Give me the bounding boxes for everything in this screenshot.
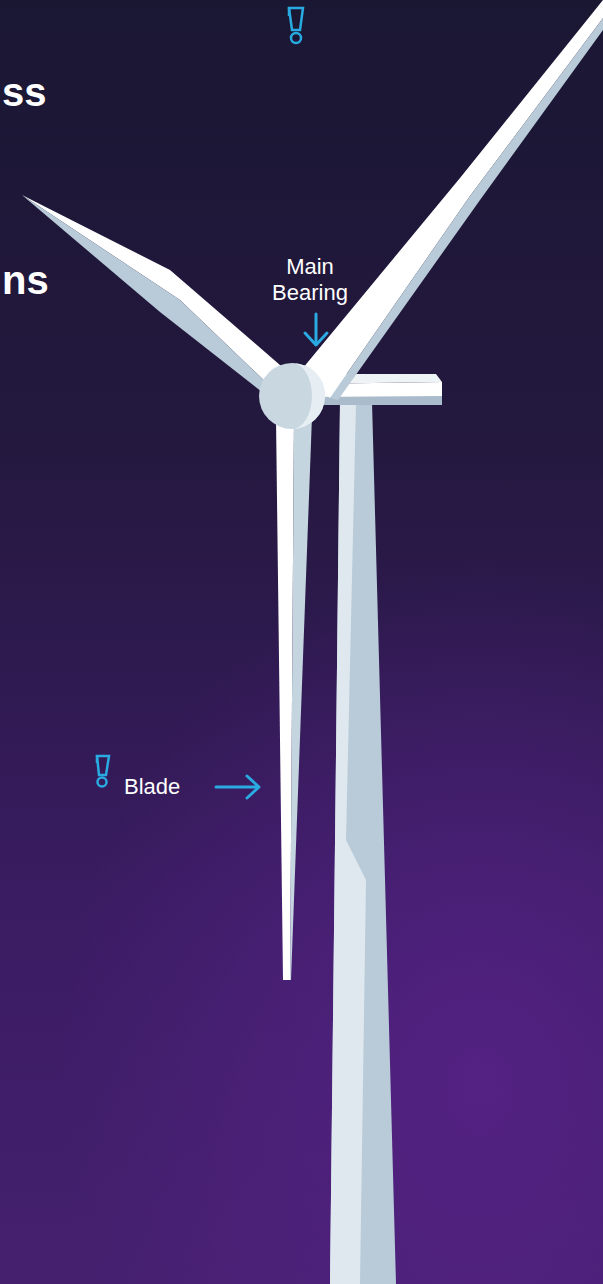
- hub-highlight: [292, 363, 325, 429]
- leader-arrow: [305, 314, 327, 345]
- part-label: Blade: [124, 774, 180, 800]
- blade-upper: [298, 0, 603, 398]
- blade-upper-shade: [330, 18, 603, 400]
- title-fragment: ns: [2, 258, 49, 302]
- leader-arrow: [216, 776, 259, 798]
- warning-icon: [97, 756, 109, 787]
- blade-lower-shade: [290, 416, 312, 980]
- blade-left-shade: [22, 195, 272, 392]
- tower-light-face: [330, 402, 366, 1284]
- hub: [259, 363, 325, 429]
- warning-icon: [289, 8, 303, 43]
- title-fragment: ss: [2, 70, 47, 114]
- part-label: Main Bearing: [258, 254, 362, 306]
- tower: [330, 402, 396, 1284]
